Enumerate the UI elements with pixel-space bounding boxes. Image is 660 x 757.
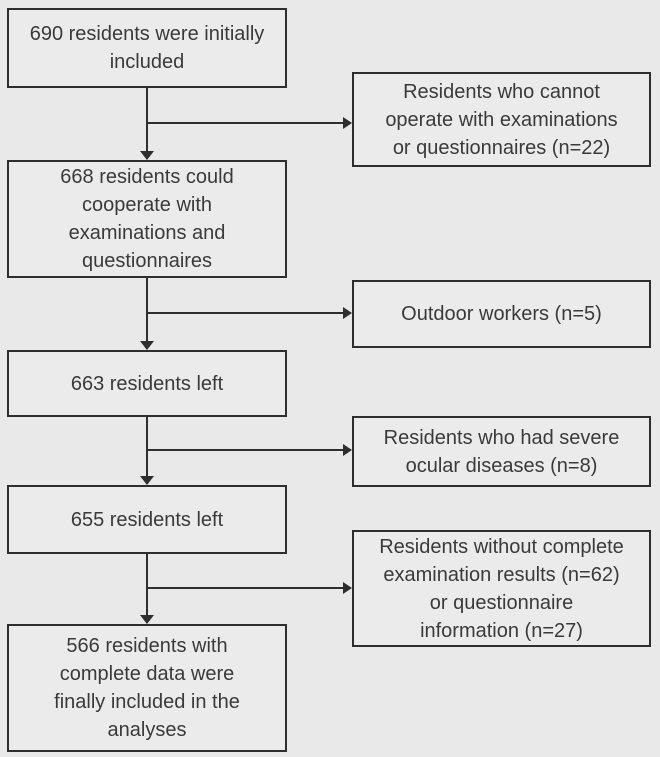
box-text-line: Residents who had severe <box>383 426 620 449</box>
box-text-line: 655 residents left <box>70 508 224 531</box>
box-text-line: complete data were <box>59 663 235 685</box>
box-text-line: 668 residents could <box>60 166 234 188</box>
box-text-line: analyses <box>107 719 187 741</box>
connector-4-stem <box>146 554 148 615</box>
box-cooperating-residents: 668 residents could cooperate with exami… <box>7 160 287 278</box>
box-text-line: information (n=27) <box>420 619 583 642</box>
arrow-down-icon <box>140 151 154 160</box>
box-text-line: 566 residents with <box>66 635 228 657</box>
arrow-down-icon <box>140 341 154 350</box>
box-text-line: finally included in the <box>54 691 240 713</box>
connector-2-stem <box>146 278 148 341</box>
box-exclusion-cannot-operate: Residents who cannot operate with examin… <box>352 72 651 167</box>
connector-1-stem <box>146 88 148 151</box>
box-exclusion-ocular-diseases: Residents who had severe ocular diseases… <box>352 416 651 487</box>
box-initial-residents: 690 residents were initially included <box>7 8 287 88</box>
box-text-line: or questionnaire <box>429 591 574 614</box>
box-text-line: 690 residents were initially <box>29 23 265 45</box>
connector-2-branch <box>147 312 343 314</box>
box-663-residents-left: 663 residents left <box>7 350 287 417</box>
connector-3-branch <box>147 449 343 451</box>
box-exclusion-incomplete-data: Residents without complete examination r… <box>352 530 651 647</box>
connector-4-branch <box>147 587 343 589</box>
box-text-line: 663 residents left <box>70 372 224 395</box>
box-text-line: examination results (n=62) <box>383 563 620 586</box>
box-exclusion-outdoor-workers: Outdoor workers (n=5) <box>352 280 651 348</box>
arrow-right-icon <box>343 117 352 129</box>
arrow-down-icon <box>140 476 154 485</box>
box-text-line: examinations and <box>68 222 226 244</box>
box-text-line: or questionnaires (n=22) <box>392 136 611 159</box>
box-text-line: cooperate with <box>81 194 213 216</box>
arrow-down-icon <box>140 615 154 624</box>
arrow-right-icon <box>343 307 352 319</box>
box-text-line: ocular diseases (n=8) <box>405 454 598 477</box>
arrow-right-icon <box>343 582 352 594</box>
box-text-line: Residents without complete <box>379 535 624 558</box>
box-text-line: Residents who cannot <box>403 80 600 103</box>
connector-1-branch <box>147 122 343 124</box>
box-text-line: included <box>109 51 185 73</box>
arrow-right-icon <box>343 444 352 456</box>
connector-3-stem <box>146 417 148 476</box>
box-text-line: operate with examinations <box>385 108 618 131</box>
box-655-residents-left: 655 residents left <box>7 485 287 554</box>
box-text-line: questionnaires <box>81 250 213 272</box>
box-text-line: Outdoor workers (n=5) <box>401 303 602 325</box>
box-final-included: 566 residents with complete data were fi… <box>7 624 287 752</box>
